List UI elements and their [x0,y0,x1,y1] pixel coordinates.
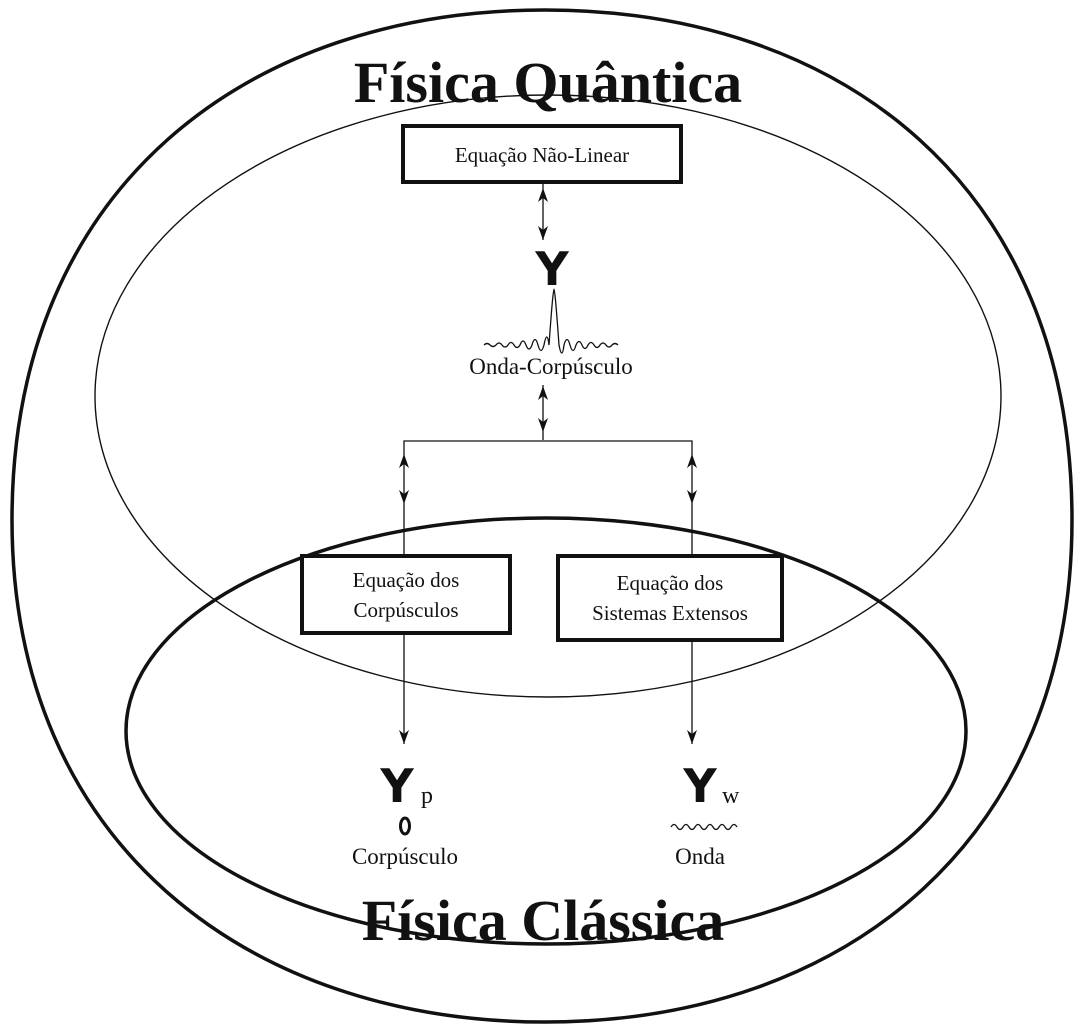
arrow-down-right [687,640,697,744]
psi-particle-subscript: p [421,783,433,809]
wave-icon [670,823,738,831]
branch-connector [403,440,693,556]
quantum-ellipse [94,94,1002,698]
arrow-down-left [399,633,409,744]
classical-physics-title: Física Clássica [362,888,724,953]
extended-systems-label-line2: Sistemas Extensos [592,601,748,625]
nonlinear-equation-label: Equação Não-Linear [455,143,629,167]
psi-symbol: Y [534,242,569,296]
wave-particle-label: Onda-Corpúsculo [469,354,633,379]
wave-label: Onda [675,844,725,869]
extended-systems-equation-box [556,554,784,642]
extended-systems-label-line1: Equação dos [617,571,724,595]
particle-icon [399,816,411,836]
nonlinear-equation-box [401,124,683,184]
psi-particle-symbol: Y [379,759,414,813]
double-arrow-top [538,184,548,240]
psi-wave-symbol: Y [682,759,717,813]
wave-packet-icon [483,288,619,354]
classical-ellipse [124,516,968,946]
particle-equation-label-line2: Corpúsculos [354,598,459,622]
particle-equation-box [300,554,512,635]
particle-equation-label-line1: Equação dos [353,568,460,592]
quantum-physics-title: Física Quântica [354,50,742,115]
psi-wave-subscript: w [722,783,740,809]
double-arrow-middle [538,385,548,440]
particle-label: Corpúsculo [352,844,458,869]
outer-circle [10,8,1074,1024]
